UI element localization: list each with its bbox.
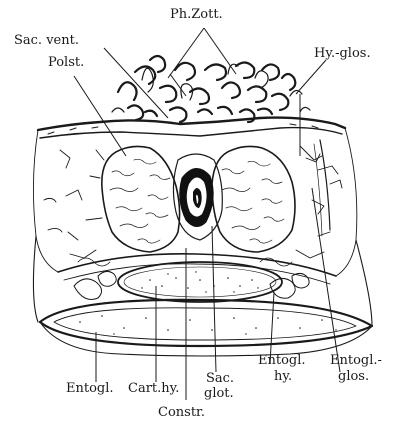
dorsal-epithelium — [38, 118, 345, 138]
label-sac-vent: Sac. vent. — [14, 33, 79, 48]
label-sac-glot-line1: Sac. — [206, 371, 234, 386]
label-constr: Constr. — [158, 405, 205, 420]
label-cart-hy: Cart.hy. — [128, 381, 179, 396]
label-entogl-glos-line1: Entogl.- — [330, 353, 382, 368]
pharyngeal-villi — [118, 56, 295, 122]
label-entogl: Entogl. — [66, 381, 114, 396]
label-sac-glot-line2: glot. — [204, 386, 234, 401]
hyoid-cartilage — [118, 262, 282, 302]
villi-detail — [112, 64, 310, 112]
label-polst: Polst. — [48, 55, 84, 70]
label-entogl-hy-line1: Entogl. — [258, 353, 306, 368]
label-ph-zott: Ph.Zott. — [170, 7, 223, 22]
label-entogl-hy-line2: hy. — [274, 369, 292, 384]
left-cushion — [102, 146, 180, 252]
label-entogl-glos-line2: glos. — [338, 369, 369, 384]
constrictor-region — [58, 254, 336, 284]
right-cushion — [212, 146, 295, 252]
label-hy-glos: Hy.-glos. — [314, 46, 371, 61]
section-drawing — [33, 56, 372, 356]
entoglossum — [40, 300, 372, 346]
